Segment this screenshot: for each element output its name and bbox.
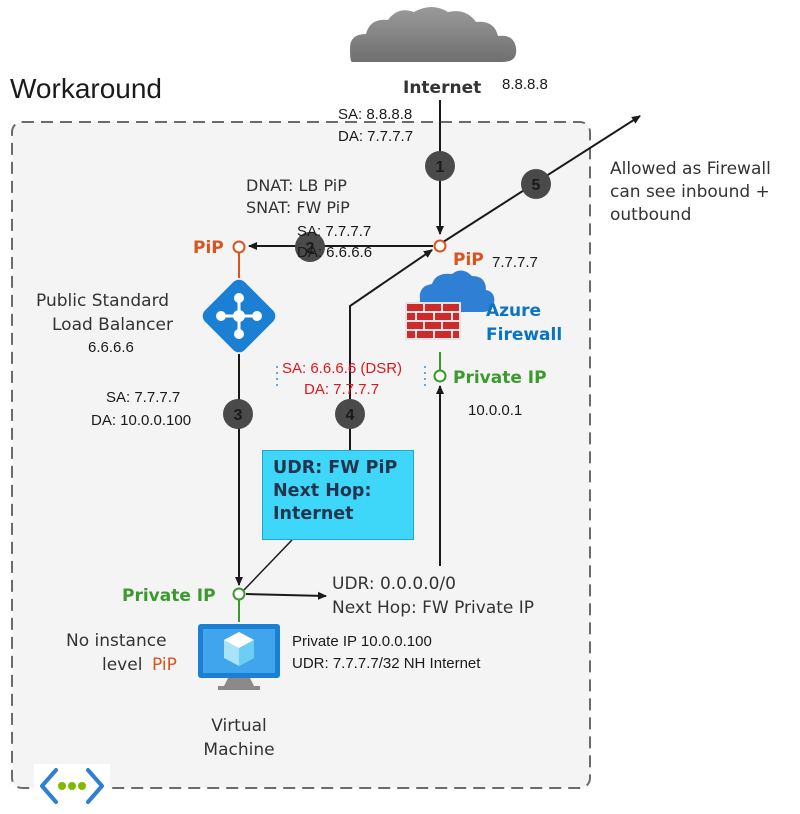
fw-name-line2: Firewall (486, 325, 562, 345)
lb-pip-label: PiP (193, 238, 224, 258)
fw-private-port (433, 369, 447, 383)
vm-name-line1: Virtual (211, 716, 267, 736)
vm-to-udr-arrow (245, 591, 327, 600)
lb-name-line2: Load Balancer (52, 315, 173, 335)
svg-text:4: 4 (346, 407, 355, 424)
diagram-title: Workaround (10, 73, 162, 104)
no-pip-line2: level (102, 655, 142, 675)
snat-label: SNAT: FW PiP (246, 198, 350, 217)
flow-1-sa: SA: 8.8.8.8 (338, 106, 412, 123)
vm-name-line2: Machine (203, 740, 274, 760)
fw-pip-ip: 7.7.7.7 (492, 254, 538, 271)
flow-3-sa: SA: 7.7.7.7 (106, 389, 180, 406)
svg-text:1: 1 (436, 159, 445, 176)
svg-text:5: 5 (532, 177, 541, 194)
step-5-badge: 5 (521, 169, 551, 199)
text-selection-handles (276, 366, 426, 386)
udr-box-line3: Internet (273, 504, 354, 524)
udr-fw-pip-box: UDR: FW PiP Next Hop: Internet (262, 450, 414, 540)
allowed-note-line2: can see inbound + (610, 182, 770, 202)
fw-name-line1: Azure (486, 301, 541, 321)
flow-3-da: DA: 10.0.0.100 (91, 412, 191, 429)
udr-box-line1: UDR: FW PiP (273, 458, 398, 478)
no-pip-line1: No instance (66, 631, 167, 651)
vm-info-line2: UDR: 7.7.7.7/32 NH Internet (292, 655, 481, 672)
cloud-icon (350, 7, 517, 62)
flow-2-da: DA: 6.6.6.6 (297, 244, 372, 261)
fw-pip-port (433, 239, 447, 253)
allowed-note-line1: Allowed as Firewall (610, 159, 771, 179)
udr-box-connector (243, 539, 293, 591)
dnat-label: DNAT: LB PiP (246, 176, 347, 195)
allowed-note-line3: outbound (610, 205, 691, 225)
internet-label: Internet (403, 78, 481, 98)
udr-default-line2: Next Hop: FW Private IP (332, 598, 534, 618)
step-1-badge: 1 (425, 151, 455, 181)
step-3-badge: 3 (223, 399, 253, 429)
fw-private-ip: 10.0.0.1 (468, 402, 522, 419)
firewall-icon (405, 270, 495, 340)
flow-1-da: DA: 7.7.7.7 (338, 128, 413, 145)
internet-ip: 8.8.8.8 (502, 76, 548, 93)
flow-2-sa: SA: 7.7.7.7 (297, 223, 371, 240)
udr-default-line1: UDR: 0.0.0.0/0 (332, 574, 456, 594)
lb-pip-port (232, 240, 246, 254)
svg-text:2: 2 (306, 240, 315, 257)
virtual-machine-icon (198, 624, 280, 690)
step-4-badge: 4 (335, 399, 365, 429)
vm-private-label: Private IP (122, 586, 216, 606)
fw-private-label: Private IP (453, 368, 547, 388)
no-pip-pip: PiP (152, 655, 177, 675)
udr-box-line2: Next Hop: (273, 481, 372, 501)
flow-4-sa: SA: 6.6.6.6 (DSR) (282, 360, 402, 377)
lb-name-line1: Public Standard (36, 291, 169, 311)
vnet-icon (34, 764, 110, 806)
fw-pip-label: PiP (453, 250, 484, 270)
vm-info-line1: Private IP 10.0.0.100 (292, 633, 432, 650)
svg-text:3: 3 (234, 407, 243, 424)
flow-4-da: DA: 7.7.7.7 (304, 381, 379, 398)
lb-ip: 6.6.6.6 (88, 339, 134, 356)
vm-private-port (232, 587, 246, 601)
load-balancer-icon (202, 279, 276, 353)
step-2-badge: 2 (295, 232, 325, 262)
